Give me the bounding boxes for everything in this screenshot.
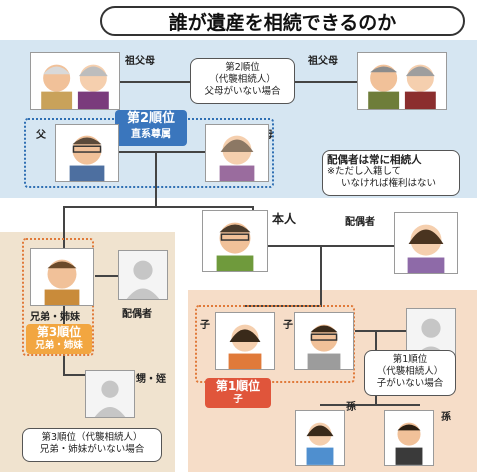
man-icon [69,135,105,181]
man-icon-sibling [44,259,80,305]
grandparents-note-line-2: （代襲相続人） [209,74,276,85]
child-spouse-connector [355,330,407,332]
woman-icon-spouse [407,224,445,273]
self-label: 本人 [272,212,297,226]
sibling-spouse-card [118,250,168,300]
grandparents-left-label: 祖父母 [125,56,155,67]
woman-icon-child [228,324,262,369]
silhouette-icon [119,251,167,299]
second-rank-sub: 直系尊属 [131,129,171,140]
spouse-note-bubble: 配偶者は常に相続人 ※ただし入籍して いなければ権利はない [322,150,460,196]
grandchild-left-label: 孫 [346,402,356,413]
man-icon-child [307,324,341,369]
spouse-note-line-1: 配偶者は常に相続人 [327,154,422,166]
child-icon-boy [395,422,423,465]
spouse-label: 配偶者 [345,217,375,228]
siblings-branch-connector [63,206,253,208]
grandchild-right-card [384,410,434,466]
siblings-note-line-2: 兄弟・姉妹がいない場合 [39,444,145,455]
elderly-couple-icon [31,53,119,109]
children-note-line-3: 子がいない場合 [376,378,444,389]
children-group-frame [195,305,355,383]
sibling-spouse-label: 配偶者 [122,309,152,320]
grandparents-note-bubble: 第2順位 （代襲相続人） 父母がいない場合 [190,58,295,104]
woman-icon [219,135,255,181]
third-rank-badge: 第3順位 兄弟・姉妹 [26,324,92,354]
parents-to-self-connector [155,152,157,207]
first-rank-label: 第1順位 [215,379,261,393]
niece-nephew-label: 甥・姪 [136,374,166,385]
grandchild-right-label: 孫 [441,412,451,423]
siblings-note-bubble: 第3順位（代襲相続人） 兄弟・姉妹がいない場合 [22,428,162,462]
children-note-line-2: （代襲相続人） [376,366,444,377]
page-title: 誰が遺産を相続できるのか [100,6,465,36]
first-rank-sub: 子 [233,394,243,405]
spouse-connector [264,245,394,247]
grandparents-left-card [30,52,120,110]
child-right-card [294,312,354,370]
elderly-couple-icon-2 [358,53,446,109]
spouse-note-line-2: ※ただし入籍して [327,166,402,177]
niece-nephew-card [85,370,135,418]
grandparents-note-line-1: 第2順位 [225,62,260,73]
child-icon-girl [306,422,334,465]
sibling-drop-connector [63,206,65,250]
child-right-label: 子 [283,320,293,331]
children-note-bubble: 第1順位 （代襲相続人） 子がいない場合 [364,350,456,396]
grandchild-left-card [295,410,345,466]
man-icon-self [216,222,254,271]
sibling-spouse-connector [95,275,120,277]
child-left-label: 子 [200,320,210,331]
children-note-line-1: 第1順位 [392,354,428,365]
sibling-label: 兄弟・姉妹 [30,312,80,323]
child-left-card [215,312,275,370]
self-card [202,210,268,272]
second-rank-label: 第2順位 [126,111,176,126]
sibling-card [30,248,94,306]
grandchildren-connector [320,404,420,406]
spouse-note-line-3: いなければ権利はない [341,178,437,189]
spouse-card [394,212,458,274]
grandparents-note-line-3: 父母がいない場合 [204,86,281,97]
father-card [55,124,119,182]
children-branch-connector [320,246,322,306]
silhouette-icon-niece [86,371,134,417]
grandparents-right-card [357,52,447,110]
father-label: 父 [36,130,46,141]
first-rank-badge: 第1順位 子 [205,378,271,408]
mother-card [205,124,269,182]
grandparents-right-label: 祖父母 [308,56,338,67]
second-rank-badge: 第2順位 直系尊属 [115,110,187,146]
siblings-note-line-1: 第3順位（代襲相続人） [41,432,143,443]
third-rank-label: 第3順位 [36,325,82,339]
third-rank-sub: 兄弟・姉妹 [35,340,83,351]
